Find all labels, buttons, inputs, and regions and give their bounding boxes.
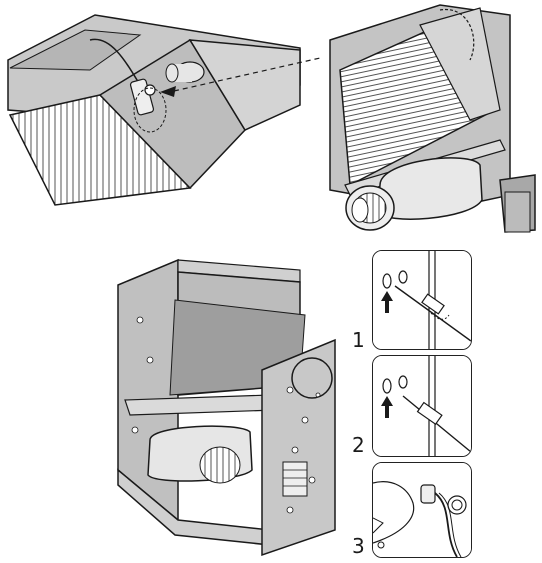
top-left-unit [7, 14, 301, 206]
top-right-unit [329, 4, 536, 233]
step-2-number: 2 [352, 433, 365, 457]
step-1-inset [372, 250, 472, 350]
sensor-clip-push-up-icon [373, 251, 471, 349]
sensor-clip-inserted-icon [373, 356, 471, 456]
sensor-cable-routed-icon [373, 463, 471, 557]
step-3-inset [372, 462, 472, 558]
cabinet-unit [117, 258, 336, 557]
step-1-number: 1 [352, 328, 365, 352]
detail-callout-circle [291, 357, 333, 399]
step-3-number: 3 [352, 534, 365, 558]
leader-line [173, 57, 321, 92]
step-2-inset [372, 355, 472, 457]
